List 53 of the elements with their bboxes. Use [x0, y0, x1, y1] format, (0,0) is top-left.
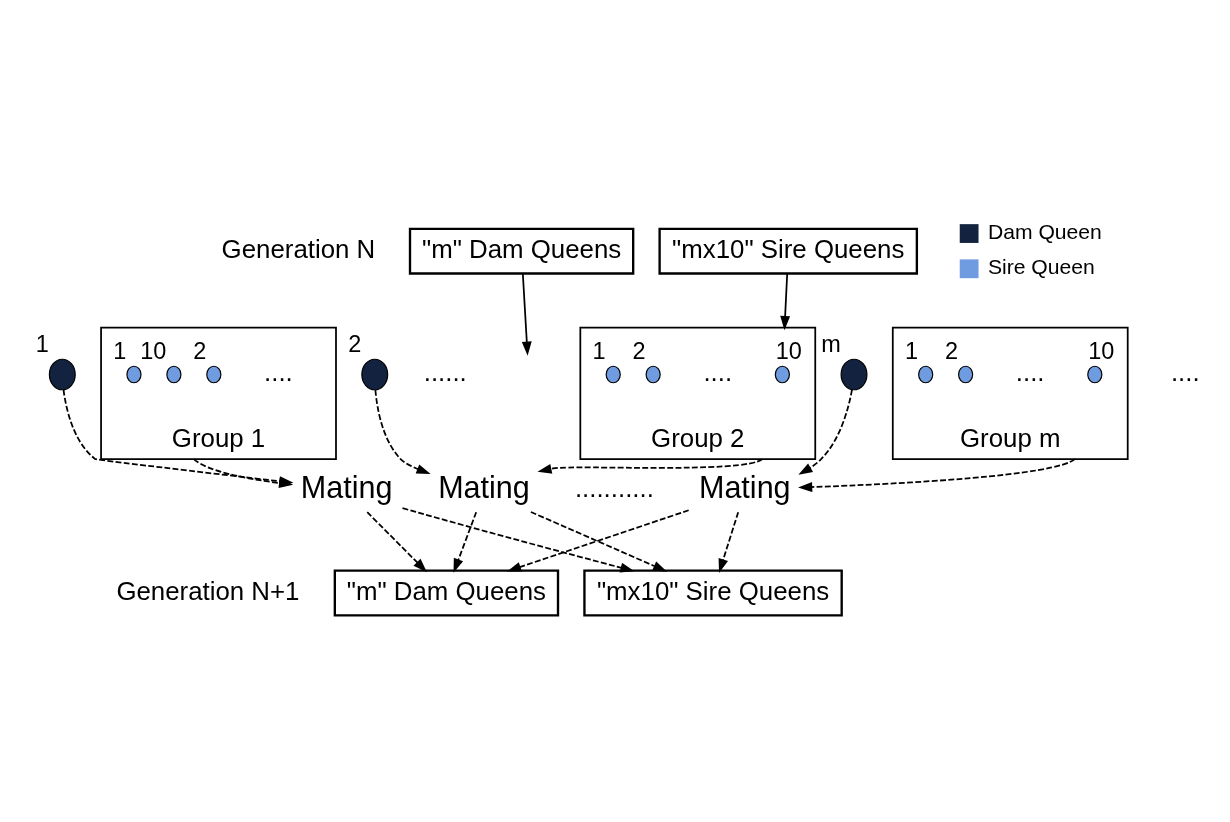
label: Generation N+1: [116, 576, 300, 605]
node-label: 2: [193, 337, 207, 364]
label: ....: [703, 357, 733, 386]
label: ....: [1015, 357, 1045, 386]
node-circle: [361, 358, 389, 390]
node-circle: [645, 365, 661, 383]
label: ......: [423, 357, 467, 386]
arrow: [374, 388, 431, 474]
arrow: [530, 510, 668, 572]
arrow: [718, 510, 740, 573]
node-label: 10: [775, 337, 802, 364]
node-circle: [774, 365, 790, 383]
arrow: [506, 508, 690, 572]
legend-label: Sire Queen: [987, 254, 1095, 278]
node-circle: [126, 365, 142, 383]
node-circle: [918, 365, 934, 383]
arrow: [780, 272, 791, 330]
arrow: [537, 457, 764, 474]
node-text: Mating: [300, 469, 393, 504]
node-label: 2: [632, 337, 646, 364]
arrow: [453, 510, 478, 573]
node-label: 1: [113, 337, 127, 364]
label: ....: [1170, 357, 1200, 386]
node-text: Mating: [438, 469, 530, 504]
node-box: "mx10" Sire Queens: [583, 569, 843, 616]
node-box: "m" Dam Queens: [408, 227, 635, 275]
node-circle: [206, 365, 222, 383]
node-label: m: [821, 330, 841, 357]
node-box: "mx10" Sire Queens: [658, 227, 919, 275]
node-box: "m" Dam Queens: [333, 569, 560, 616]
arrow: [401, 506, 635, 572]
arrow: [366, 510, 427, 572]
node-label: 1: [35, 330, 49, 357]
node-circle: [957, 365, 974, 383]
node-label: 1: [905, 337, 919, 364]
label: Generation N: [221, 234, 376, 263]
arrow: [798, 457, 1076, 492]
arrow: [521, 272, 532, 356]
node-circle: [1087, 365, 1103, 383]
node-label: 10: [140, 337, 167, 364]
node-circle: [48, 358, 76, 390]
node-circle: [605, 365, 621, 383]
node-text: Mating: [698, 469, 791, 504]
label: ...........: [574, 473, 654, 502]
node-label: 10: [1088, 337, 1115, 364]
node-circle: [166, 365, 182, 383]
label: ....: [264, 357, 293, 386]
node-label: 1: [592, 337, 606, 364]
node-label: 2: [348, 330, 362, 357]
arrow: [798, 388, 853, 475]
node-label: 2: [944, 337, 959, 364]
node-circle: [840, 358, 868, 390]
legend-label: Dam Queen: [987, 219, 1102, 243]
